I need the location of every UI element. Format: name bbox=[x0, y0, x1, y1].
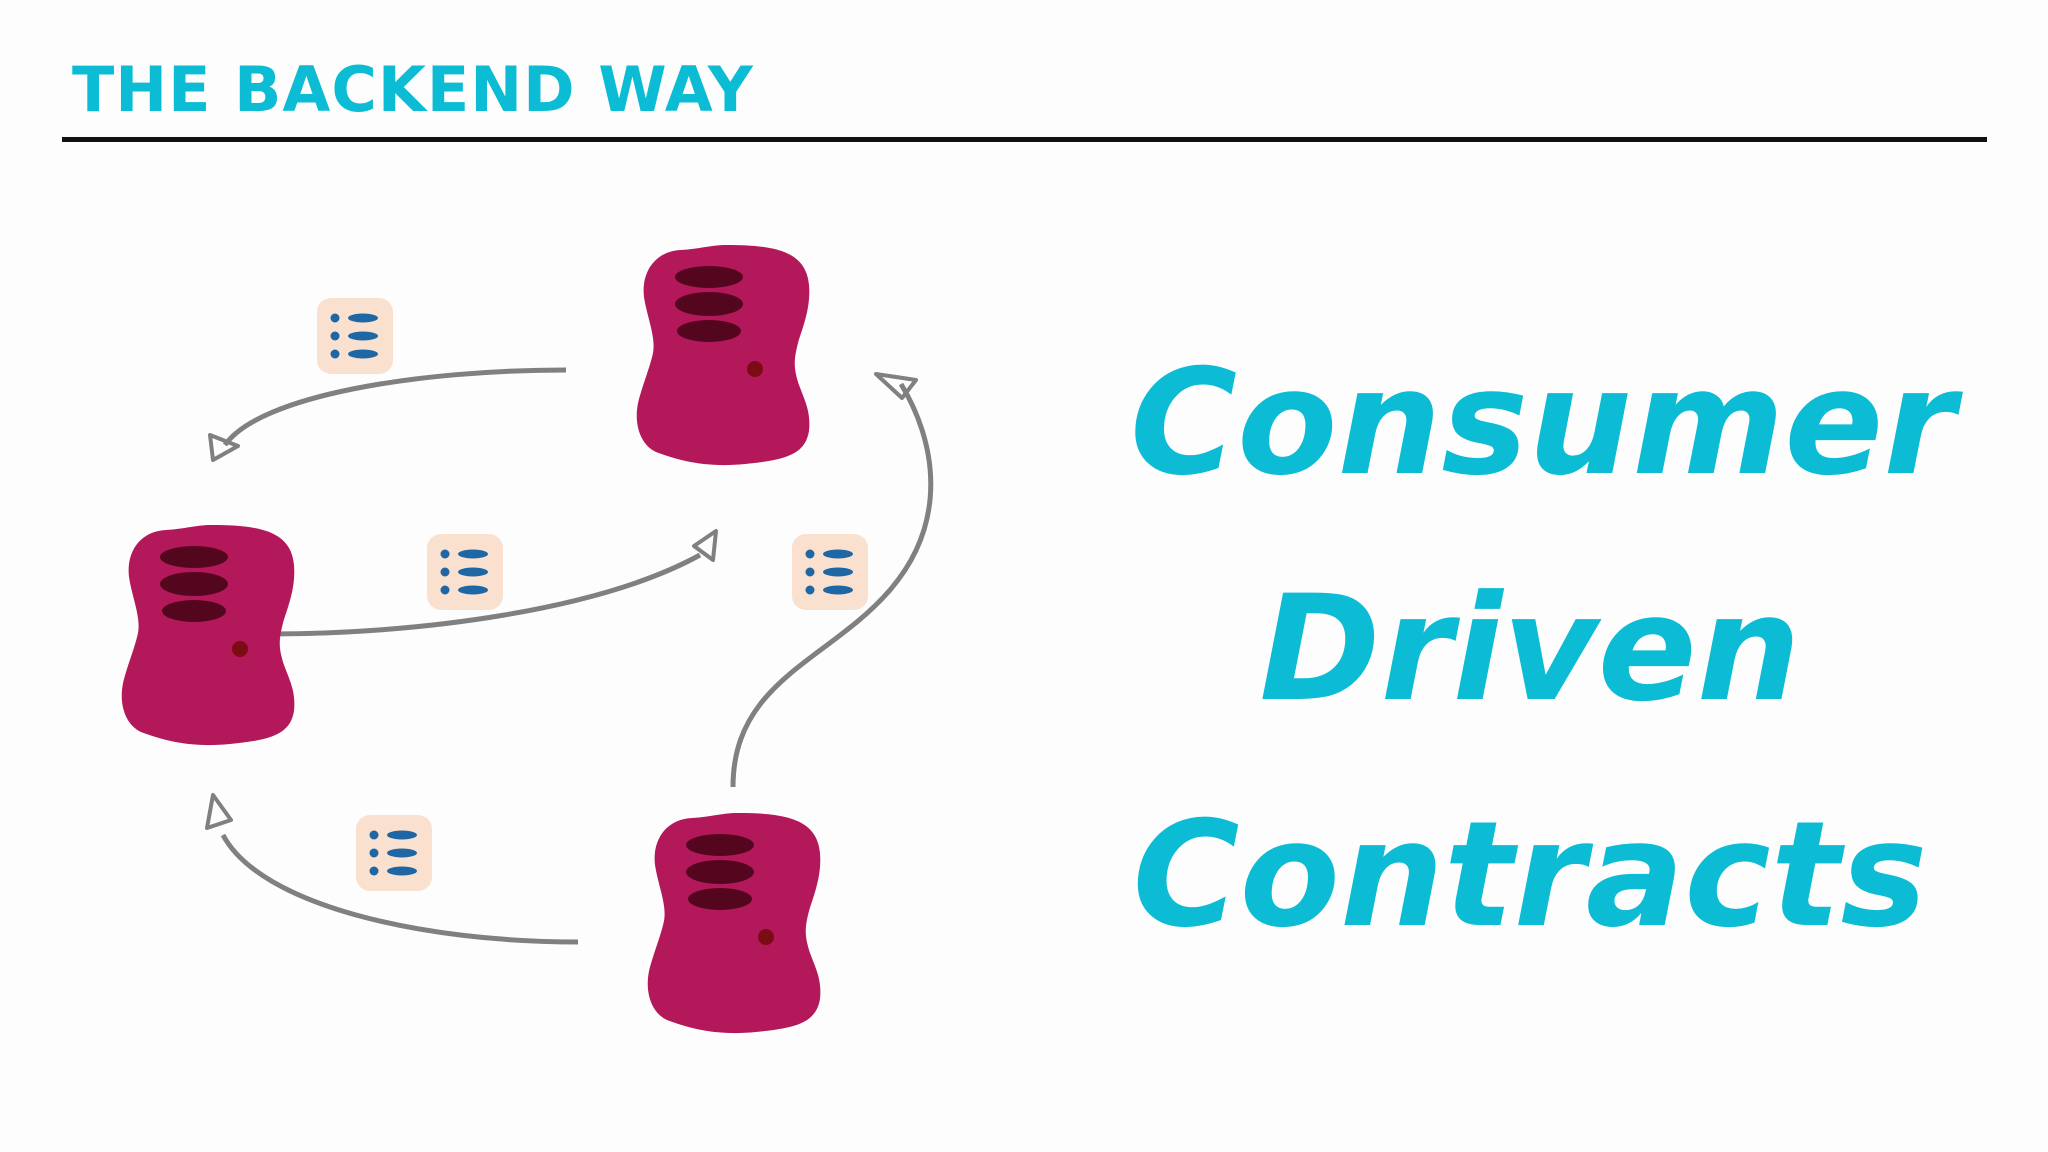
server-icon-bottom bbox=[647, 813, 821, 1034]
arrow-bottom-to-top bbox=[730, 372, 934, 788]
arrow-top-to-left bbox=[208, 367, 567, 462]
contract-document-icon bbox=[427, 534, 503, 610]
contract-document-icon bbox=[792, 534, 868, 610]
contract-document-icon bbox=[356, 815, 432, 891]
server-icon-left bbox=[121, 525, 295, 746]
headline-line: Driven bbox=[1259, 564, 1801, 734]
title-divider bbox=[62, 137, 1987, 142]
headline: Consumer Driven Contracts bbox=[1130, 310, 1956, 988]
headline-line: Contracts bbox=[1132, 790, 1928, 960]
arrow-left-to-top bbox=[269, 529, 718, 637]
contract-document-icon bbox=[317, 298, 393, 374]
section-title: THE BACKEND WAY bbox=[72, 53, 754, 126]
service-contracts-diagram bbox=[121, 245, 934, 1034]
arrow-bottom-to-left bbox=[205, 793, 579, 945]
headline-line: Consumer bbox=[1130, 338, 1956, 508]
server-icon-top bbox=[636, 245, 810, 466]
